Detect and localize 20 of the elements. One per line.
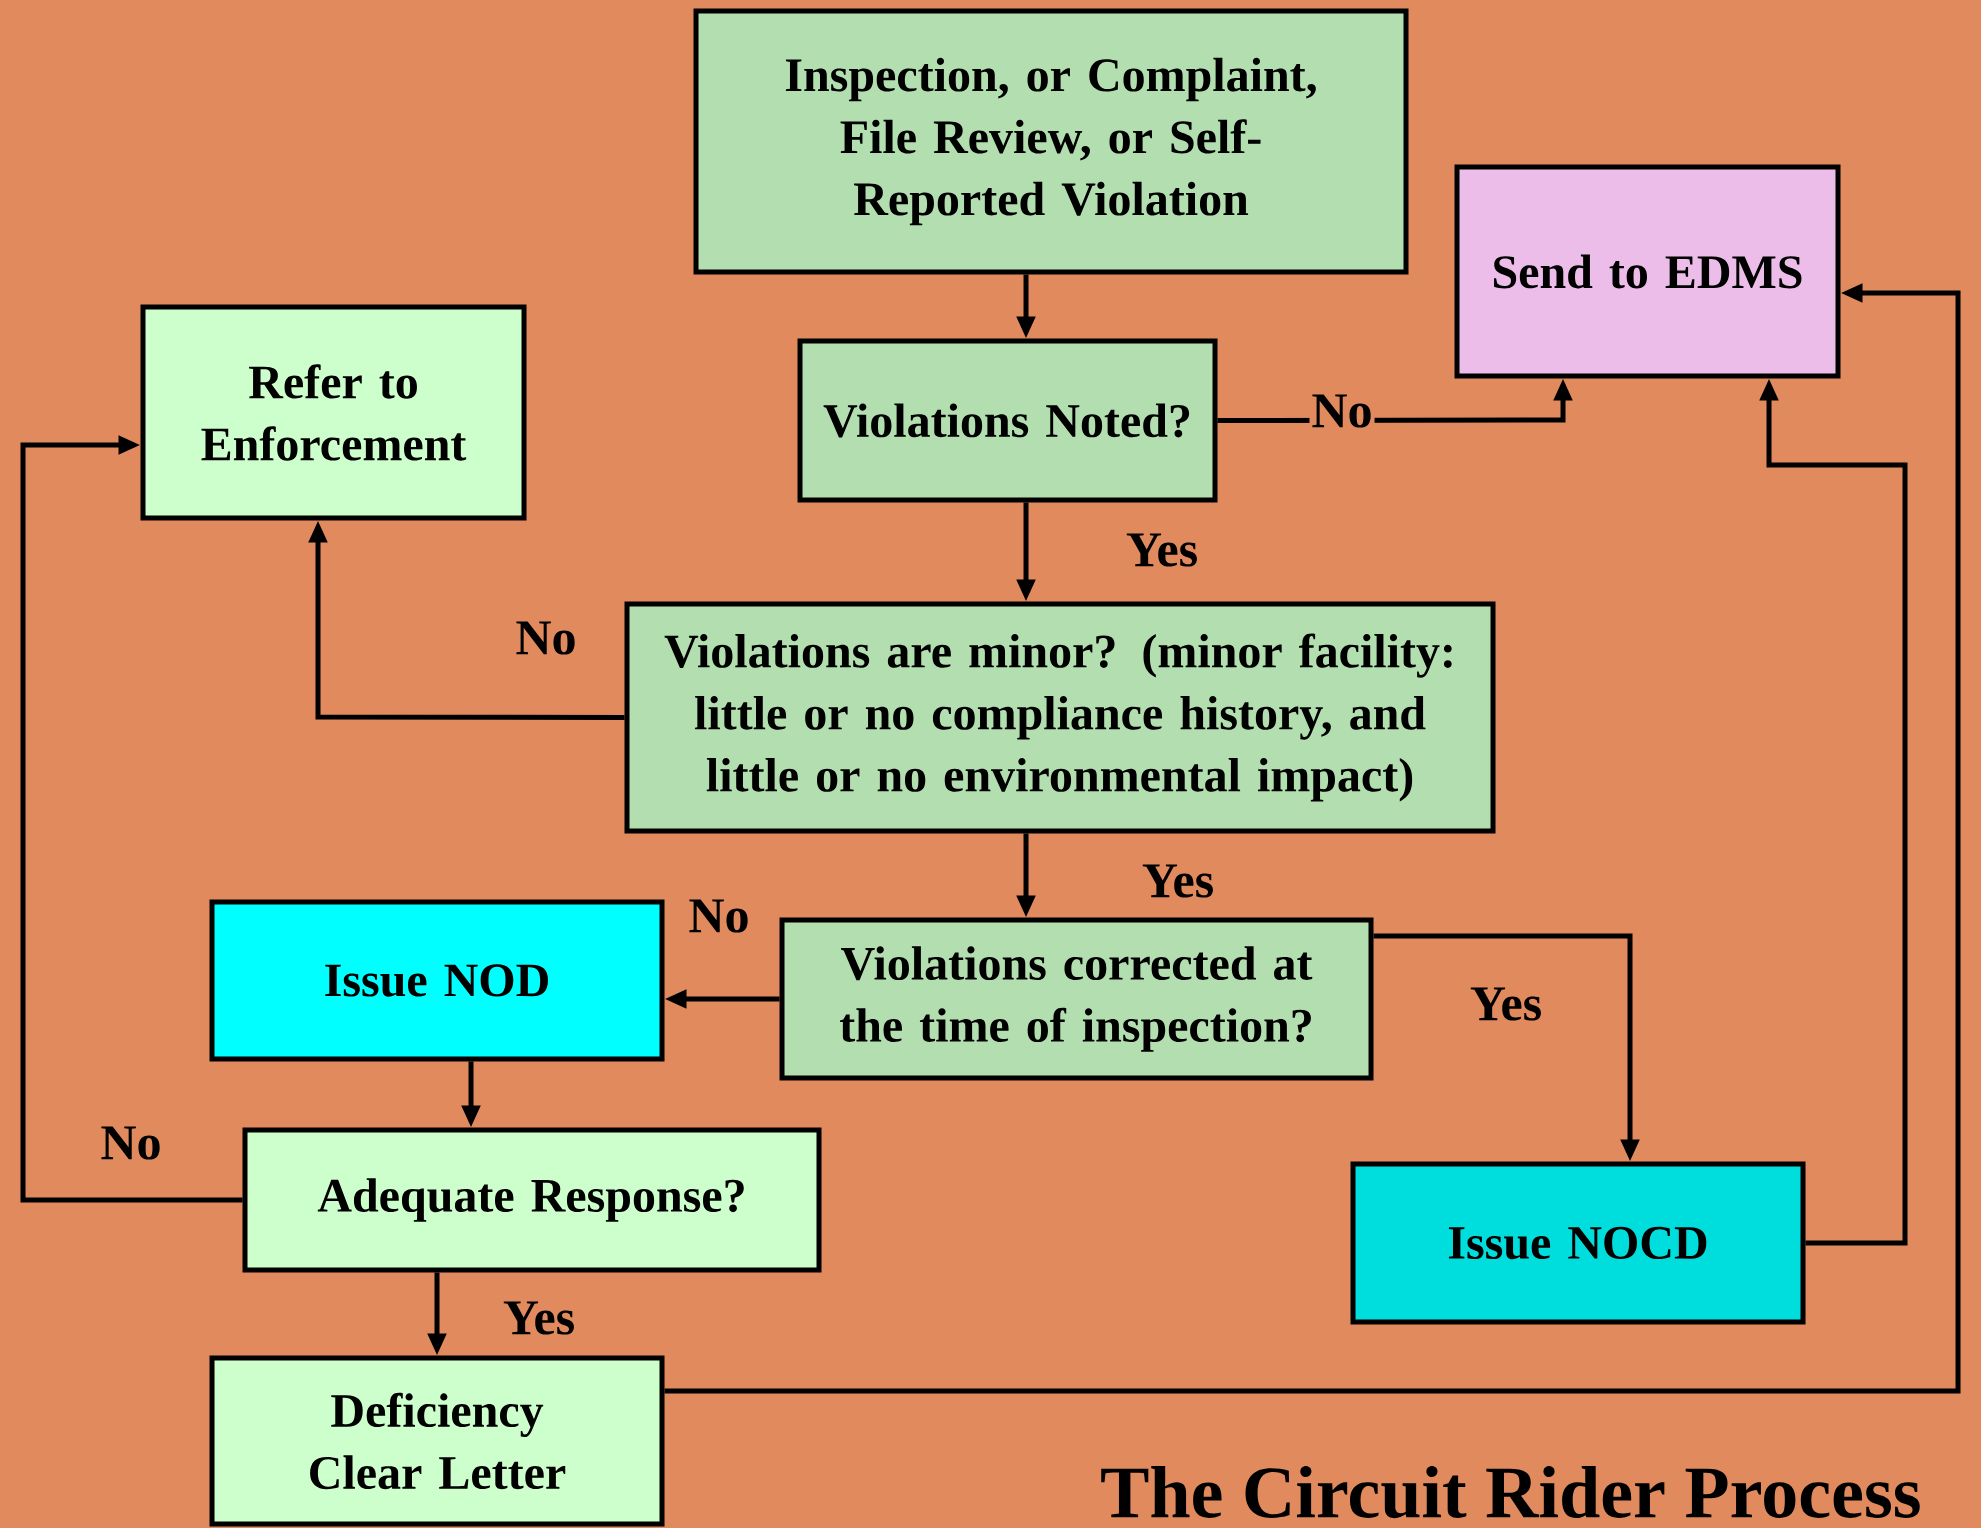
edge-label: No (686, 897, 752, 935)
edge-label: Yes (500, 1299, 578, 1337)
process-box: Refer to Enforcement (140, 304, 527, 521)
arrow (20, 435, 243, 1203)
edge-label: No (1309, 392, 1375, 430)
decision-box: Adequate Response? (242, 1127, 822, 1273)
decision-box: Violations corrected at the time of inspection? (779, 917, 1374, 1081)
title: The Circuit Rider Process (1101, 1465, 1920, 1519)
decision-box: Violations Noted? (797, 338, 1218, 503)
process-box: Issue NOD (209, 899, 665, 1062)
process-box: Send to EDMS (1454, 164, 1841, 379)
decision-box: Violations are minor? (minor facility: little or no compliance history, and little or no environmental impact) (624, 601, 1496, 834)
edge-label: Yes (1139, 862, 1217, 900)
edge-label: No (513, 619, 579, 657)
process-box: Issue NOCD (1350, 1161, 1806, 1325)
edge-label: Yes (1467, 985, 1545, 1023)
process-box: Deficiency Clear Letter (209, 1355, 665, 1527)
edge-label: Yes (1123, 531, 1201, 569)
process-box: Inspection, or Complaint, File Review, or Self-Reported Violation (693, 8, 1409, 275)
edge-label: No (98, 1124, 164, 1162)
